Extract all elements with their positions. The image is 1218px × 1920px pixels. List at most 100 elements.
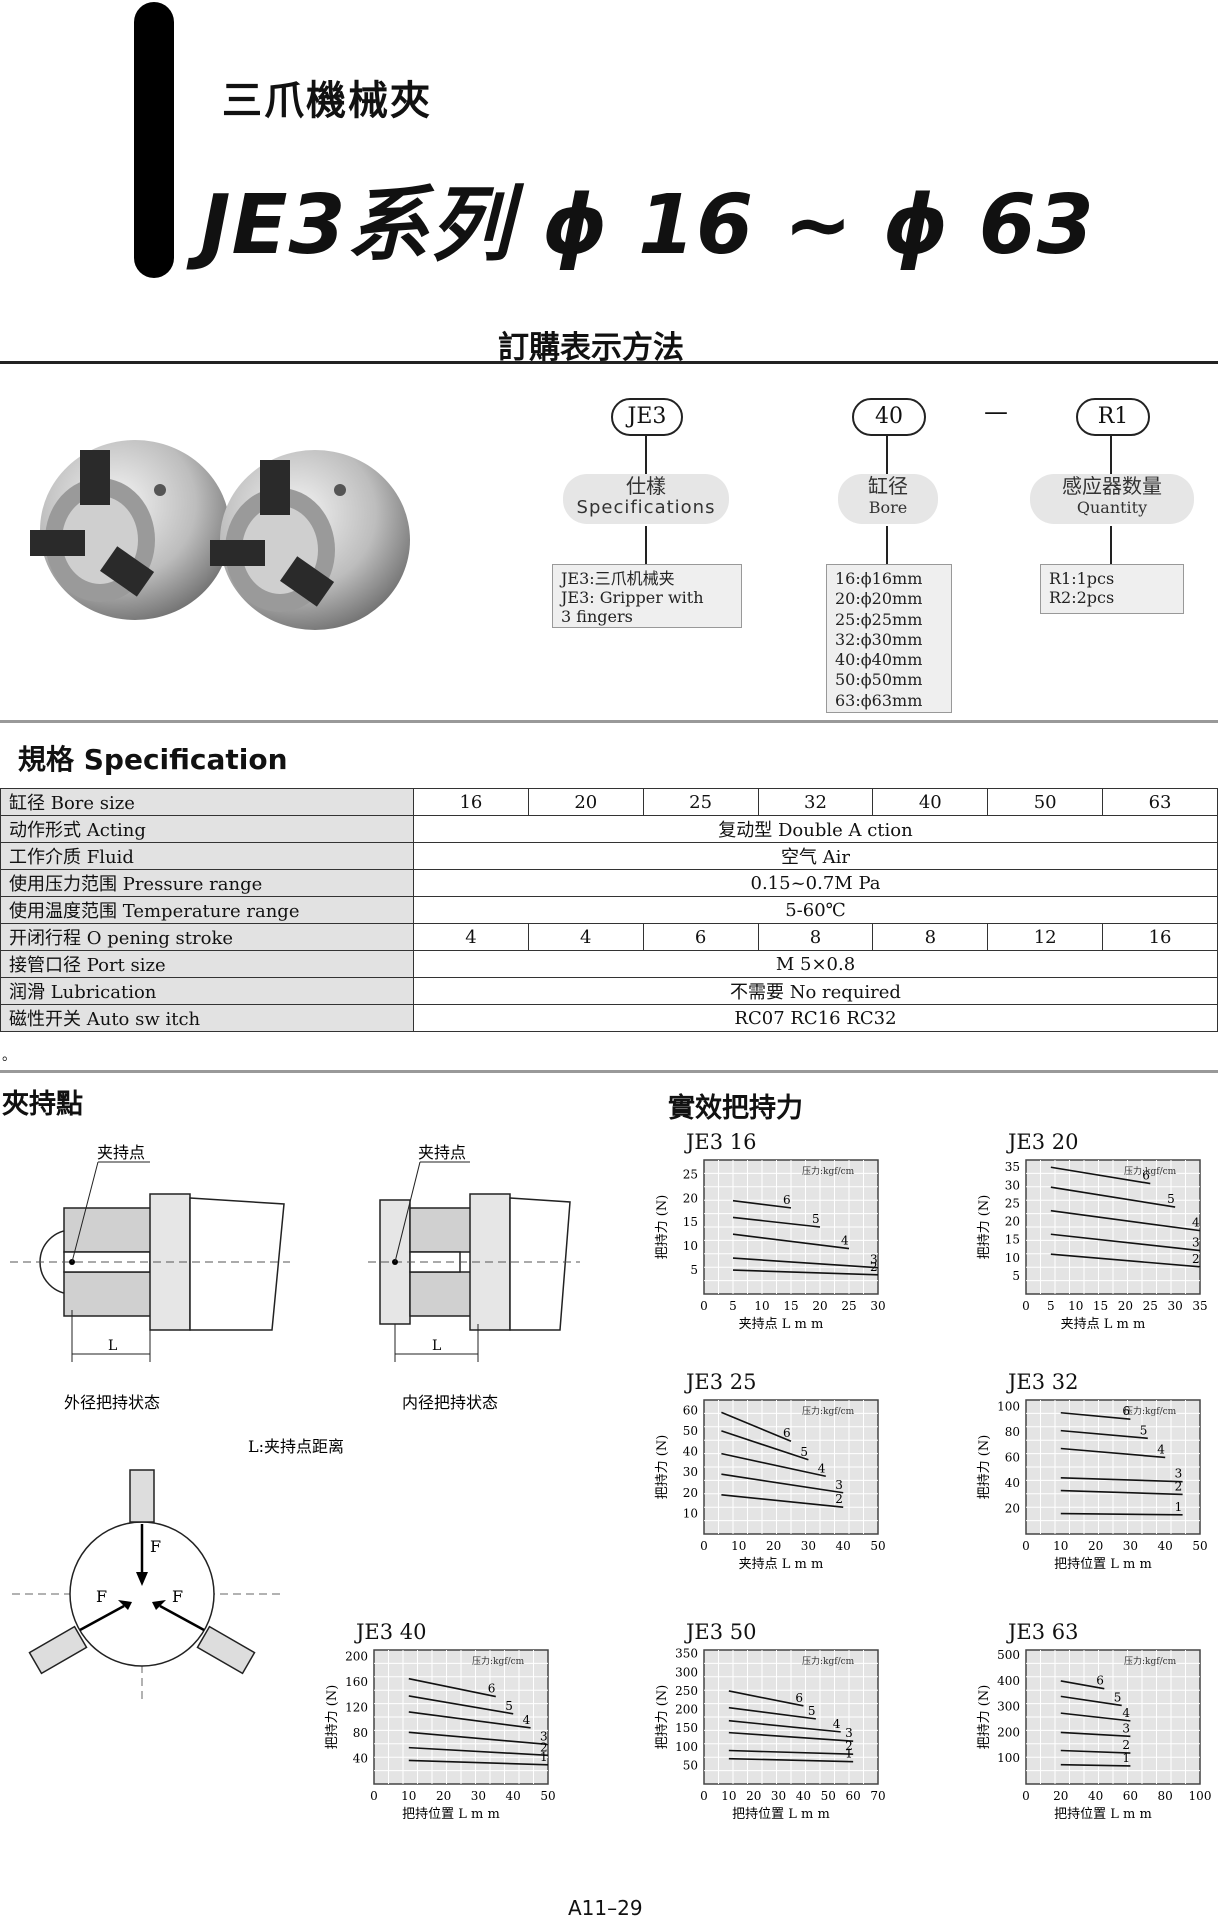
y-tick-label: 300 (997, 1700, 1020, 1714)
y-tick-label: 200 (675, 1703, 698, 1717)
series-label: 6 (783, 1426, 791, 1440)
y-tick-label: 25 (683, 1167, 698, 1181)
series-label: 4 (833, 1717, 841, 1731)
y-tick-label: 100 (675, 1740, 698, 1754)
x-axis-label: 夹持点 L m m (739, 1557, 824, 1572)
table-cell: 50 (987, 788, 1104, 816)
series-label: 6 (1096, 1674, 1104, 1688)
x-tick-label: 40 (796, 1789, 811, 1803)
x-tick-label: 0 (1022, 1299, 1030, 1313)
series-line (732, 1257, 879, 1269)
x-tick-label: 0 (1022, 1789, 1030, 1803)
series-label: 3 (1175, 1467, 1183, 1481)
y-tick-label: 50 (683, 1424, 698, 1438)
series-label: 4 (818, 1461, 826, 1475)
x-tick-label: 10 (731, 1539, 746, 1553)
x-tick-label: 25 (841, 1299, 856, 1313)
y-axis-label: 把持力 (N) (655, 1195, 670, 1260)
table-cell: 6 (642, 923, 759, 951)
series-label: 2 (835, 1492, 843, 1506)
table-cell: 32 (757, 788, 874, 816)
table-cell: 12 (987, 923, 1104, 951)
divider (0, 720, 1218, 723)
series-line (721, 1452, 826, 1478)
series-label: 2 (845, 1739, 853, 1753)
field-cn: 仕樣 (626, 474, 666, 498)
series-label: 2 (1192, 1252, 1200, 1266)
x-tick-label: 30 (471, 1789, 486, 1803)
series-line (1050, 1186, 1176, 1208)
field-en: Quantity (1076, 498, 1148, 517)
series-label: 2 (870, 1260, 878, 1274)
table-row: 缸径 Bore size 16 20 25 32 40 50 63 (0, 788, 1218, 816)
y-tick-label: 60 (683, 1403, 698, 1417)
x-axis-label: 把持位置 L m m (1054, 1557, 1152, 1572)
x-tick-label: 0 (1022, 1539, 1030, 1553)
x-tick-label: 40 (1158, 1539, 1173, 1553)
code-part-quantity: R1 (1076, 398, 1150, 436)
series-line (408, 1746, 549, 1757)
series-label: 3 (835, 1478, 843, 1492)
x-tick-label: 15 (1093, 1299, 1108, 1313)
series-line (408, 1759, 549, 1766)
table-cell: 0.15~0.7M Pa (413, 869, 1218, 897)
series-label: 1 (1122, 1751, 1130, 1765)
series-label: 5 (1140, 1423, 1148, 1437)
series-line (728, 1757, 854, 1763)
series-line (728, 1719, 841, 1733)
y-tick-label: 40 (353, 1751, 368, 1765)
series-label: 3 (1192, 1236, 1200, 1250)
x-tick-label: 20 (812, 1299, 827, 1313)
series-label: 6 (1122, 1404, 1130, 1418)
y-tick-label: 350 (675, 1647, 698, 1661)
length-label: L (108, 1338, 117, 1354)
product-subtitle: 三爪機械夾 (222, 78, 432, 124)
y-tick-label: 150 (675, 1721, 698, 1735)
connector-line (645, 436, 647, 474)
series-line (1050, 1253, 1201, 1268)
table-row: 开闭行程 O pening stroke 4 4 6 8 8 12 16 (0, 923, 1218, 951)
y-axis-label: 把持力 (N) (655, 1435, 670, 1500)
pressure-unit-label: 压力:kgf/cm (1124, 1165, 1177, 1177)
series-line (732, 1216, 821, 1228)
y-tick-label: 160 (345, 1675, 368, 1689)
connector-line (1110, 436, 1112, 474)
x-tick-label: 5 (1047, 1299, 1055, 1313)
connector-line (886, 436, 888, 474)
x-tick-label: 50 (540, 1789, 555, 1803)
table-cell: 不需要 No required (413, 977, 1218, 1005)
series-line (732, 1233, 850, 1250)
clamp-point-label: 夹持点 (418, 1143, 466, 1162)
series-label: 3 (870, 1253, 878, 1267)
row-label: 动作形式 Acting (0, 815, 414, 843)
series-label: 6 (1142, 1169, 1150, 1183)
y-tick-label: 100 (997, 1399, 1020, 1413)
row-label: 工作介质 Fluid (0, 842, 414, 870)
table-cell: 8 (757, 923, 874, 951)
series-line (1050, 1166, 1151, 1185)
x-tick-label: 20 (436, 1789, 451, 1803)
x-tick-label: 50 (1192, 1539, 1207, 1553)
table-cell: 8 (872, 923, 989, 951)
field-en: Specifications (576, 497, 716, 518)
field-specifications: 仕樣 Specifications (563, 474, 729, 524)
effective-force-heading: 實效把持力 (668, 1093, 803, 1124)
y-tick-label: 120 (345, 1700, 368, 1714)
series-line (1060, 1477, 1183, 1483)
x-tick-label: 0 (700, 1789, 708, 1803)
y-axis-label: 把持力 (N) (655, 1685, 670, 1750)
table-cell: 复动型 Double A ction (413, 815, 1218, 843)
y-tick-label: 25 (1005, 1196, 1020, 1210)
